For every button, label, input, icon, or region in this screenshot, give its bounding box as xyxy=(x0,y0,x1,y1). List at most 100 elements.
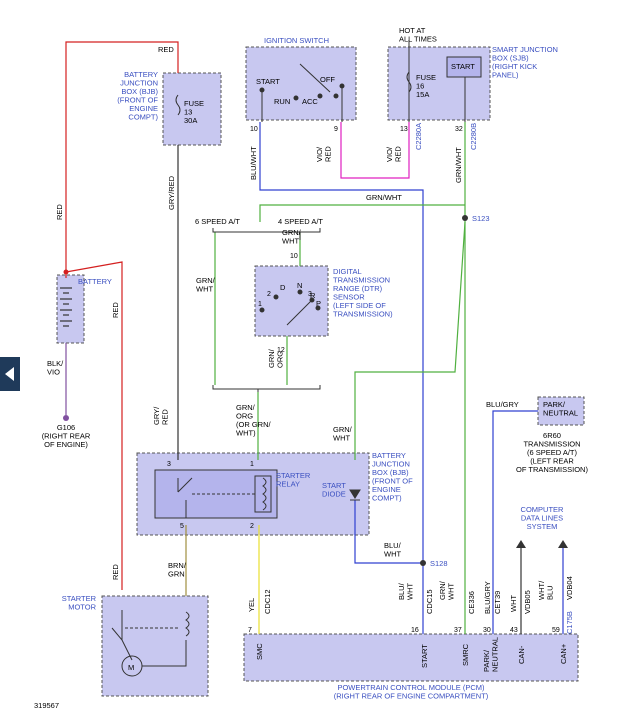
circuit-vdb05: VDB05 xyxy=(523,590,532,614)
pin-dtr2: 2 xyxy=(267,291,271,298)
circuit-vdb04: VDB04 xyxy=(565,576,574,600)
battery-symbol xyxy=(60,287,72,327)
wire-label-grn-wht-diode: GRN/WHT xyxy=(333,425,353,443)
wire-label-red-right: RED xyxy=(111,302,120,318)
pin-relay3: 3 xyxy=(167,461,171,468)
wire-label-red-top: RED xyxy=(158,45,174,54)
label-pcm: POWERTRAIN CONTROL MODULE (PCM)(RIGHT RE… xyxy=(334,683,489,701)
wire-label-grn-org: GRN/ORG xyxy=(267,348,285,368)
label-ign-run: RUN xyxy=(274,97,290,106)
ignition-switch-box xyxy=(245,46,357,121)
wire-label-red-left: RED xyxy=(55,204,64,220)
pin-pcm37: 37 xyxy=(454,627,462,634)
bjb-fuse-box xyxy=(162,72,222,146)
battery-junction-dot xyxy=(63,269,69,275)
wire-label-wht-43: WHT xyxy=(509,595,518,612)
starter-relay-symbol xyxy=(177,475,272,518)
wire-label-wht-blu: WHT/BLU xyxy=(537,580,555,600)
label-motor-m: M xyxy=(128,663,134,672)
wire-label-gry-red: GRY/RED xyxy=(167,175,176,210)
start-diode-symbol xyxy=(349,489,361,501)
wire-red-battery-to-starter xyxy=(65,261,123,590)
label-dtr-r: R xyxy=(310,291,316,300)
ground-g106-dot xyxy=(63,415,69,421)
label-s123: S123 xyxy=(472,214,490,223)
wire-label-vio-red-1: VIO/RED xyxy=(315,146,333,162)
wire-label-grn-wht-pcm: GRN/WHT xyxy=(438,580,456,600)
label-battery: BATTERY xyxy=(78,277,112,286)
pin-relay1: 1 xyxy=(250,461,254,468)
pin-sjb13: 13 xyxy=(400,126,408,133)
circuit-c2280a: C2280A xyxy=(414,123,423,150)
label-pcm-smrc: SMRC xyxy=(461,643,470,666)
figure-number: 319567 xyxy=(34,701,59,710)
label-pcm-smc: SMC xyxy=(255,643,264,660)
label-s128: S128 xyxy=(430,559,448,568)
pin-pcm43: 43 xyxy=(510,627,518,634)
wire-label-grn-wht-sjb: GRN/WHT xyxy=(454,147,463,183)
splice-s128-dot xyxy=(420,560,426,566)
fuse-13-symbol xyxy=(175,94,181,116)
wire-blu-wht-diode xyxy=(354,500,423,564)
label-dtr-d: D xyxy=(280,283,286,292)
pin-dtr1: 1 xyxy=(258,301,262,308)
wire-label-blu-wht: BLU/WHT xyxy=(249,146,258,180)
pin-dtr10: 10 xyxy=(290,253,298,260)
pin-relay5: 5 xyxy=(180,523,184,530)
label-pcm-can-minus: CAN- xyxy=(517,645,526,664)
label-six-speed: 6 SPEED A/T xyxy=(195,217,240,226)
label-dtr-p: P xyxy=(316,299,321,308)
pin-ign9: 9 xyxy=(334,126,338,133)
label-dtr-n: N xyxy=(297,281,302,290)
wire-label-blu-wht-s128: BLU/WHT xyxy=(384,541,402,559)
wire-label-grn-wht-6: GRN/WHT xyxy=(196,276,216,294)
park-neutral-box xyxy=(537,396,585,426)
pin-pcm59: 59 xyxy=(552,627,560,634)
pin-sjb32: 32 xyxy=(455,126,463,133)
speed-bracket-top xyxy=(212,228,321,240)
chevron-left-icon[interactable] xyxy=(0,357,20,391)
pin-dtr3: 3 xyxy=(308,291,312,298)
starter-relay-block xyxy=(154,469,278,519)
label-pcm-start: START xyxy=(420,644,429,668)
wire-blu-gry xyxy=(492,410,538,634)
pin-pcm16: 16 xyxy=(411,627,419,634)
pin-relay2: 2 xyxy=(250,523,254,530)
pin-pcm7: 7 xyxy=(248,627,252,634)
wire-vio-red xyxy=(340,122,410,179)
circuit-c175b: C175B xyxy=(565,611,574,634)
wire-label-grn-wht-h: GRN/WHT xyxy=(366,193,402,202)
starter-motor-box xyxy=(101,595,209,697)
label-ign-start: START xyxy=(256,77,280,86)
pin-pcm30: 30 xyxy=(483,627,491,634)
label-ign-off: OFF xyxy=(320,75,335,84)
label-pcm-can-plus: CAN+ xyxy=(559,643,568,664)
wire-label-vio-red-2: VIO/RED xyxy=(385,146,403,162)
wire-label-blu-gry: BLU/GRY xyxy=(486,400,519,409)
wire-blu-wht-ign-to-pcm xyxy=(259,122,424,634)
circuit-cdc15: CDC15 xyxy=(425,589,434,614)
wire-label-red-starter: RED xyxy=(111,564,120,580)
wire-label-gry-red-relay: GRY/RED xyxy=(152,406,170,425)
starter-motor-symbol xyxy=(111,610,190,677)
dtr-contacts xyxy=(259,289,321,326)
circuit-c2280b: C2280B xyxy=(469,123,478,150)
pin-ign10: 10 xyxy=(250,126,258,133)
wire-red-battery-to-fuse xyxy=(65,41,179,278)
splice-s123-dot xyxy=(462,215,468,221)
label-park-neutral: PARK/NEUTRAL xyxy=(543,400,578,418)
can-plus-arrow xyxy=(558,540,568,548)
wire-label-grn-org-or: GRN/ORG(OR GRN/WHT) xyxy=(236,403,271,438)
label-ignition-switch: IGNITION SWITCH xyxy=(264,36,329,45)
wire-label-grn-wht-4: GRN/WHT xyxy=(282,228,302,246)
